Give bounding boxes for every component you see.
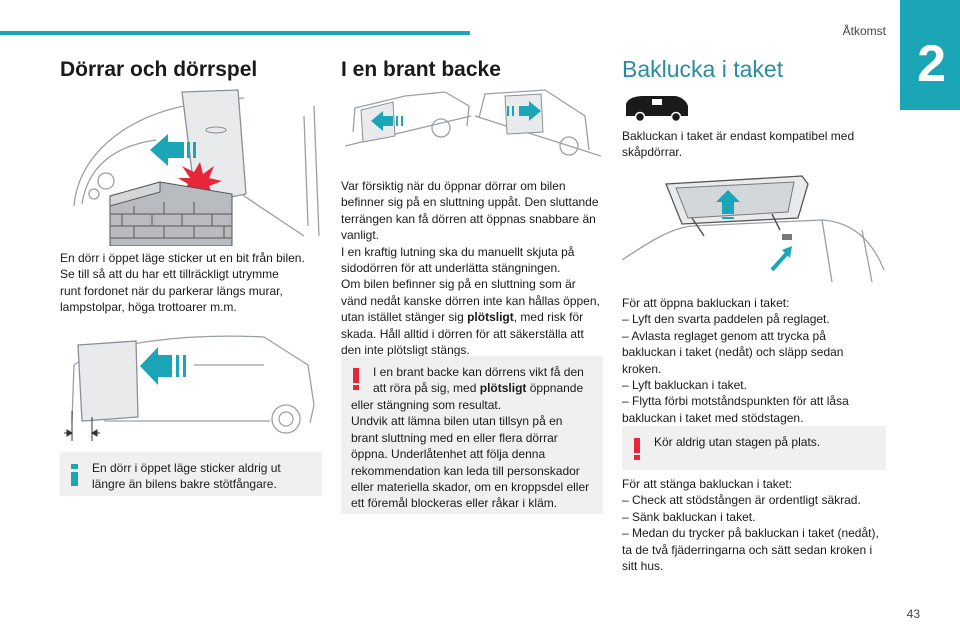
info-icon <box>71 464 78 486</box>
arrow-up-icon <box>716 190 740 219</box>
van-on-slope-illustration <box>345 89 601 157</box>
doors-paragraph: En dörr i öppet läge sticker ut en bit f… <box>60 251 305 315</box>
warning-icon <box>634 438 640 460</box>
section-label: Åtkomst <box>842 24 886 38</box>
arrow-right-icon <box>507 101 541 121</box>
section-title-doors: Dörrar och dörrspel <box>60 58 258 81</box>
sliding-door-clearance-illustration <box>64 335 315 441</box>
chapter-number: 2 <box>917 35 946 93</box>
steep-slope-paragraph: Var försiktig när du öppnar dörrar om bi… <box>341 179 600 358</box>
van-silhouette-icon <box>626 96 688 122</box>
warning-text: I en brant backe kan dörrens vikt få den… <box>373 365 584 396</box>
arrow-diagonal-icon <box>770 246 792 272</box>
brick-wall-icon <box>109 181 233 246</box>
roof-flap-open-steps: För att öppna bakluckan i taket: – Lyft … <box>622 296 849 425</box>
page-number: 43 <box>906 607 920 621</box>
info-box: En dörr i öppet läge sticker aldrig ut l… <box>60 452 322 496</box>
roof-flap-intro: Bakluckan i taket är endast kompatibel m… <box>622 129 855 160</box>
door-clearance-wall-illustration <box>73 89 320 246</box>
section-title-roof-flap: Baklucka i taket <box>622 56 784 82</box>
info-text: En dörr i öppet läge sticker aldrig ut l… <box>92 461 281 492</box>
warning-text: Kör aldrig utan stagen på plats. <box>654 435 821 449</box>
chapter-tab: 2 <box>900 0 960 110</box>
dimension-arrows-icon <box>64 411 100 441</box>
warning-box-steep-slope: I en brant backe kan dörrens vikt få den… <box>341 356 603 514</box>
roof-flap-open-illustration <box>622 175 885 282</box>
arrow-left-icon <box>150 134 196 166</box>
arrow-left-icon <box>371 111 403 131</box>
header-accent-bar <box>0 31 470 35</box>
roof-flap-close-steps: För att stänga bakluckan i taket: – Chec… <box>622 477 879 574</box>
warning-box-roof-flap: Kör aldrig utan stagen på plats. <box>622 426 886 470</box>
warning-text-continued: eller stängning som resultat. Undvik att… <box>351 398 590 511</box>
warning-icon <box>353 368 359 390</box>
section-title-steep-slope: I en brant backe <box>341 58 501 81</box>
arrow-left-icon <box>140 347 186 385</box>
